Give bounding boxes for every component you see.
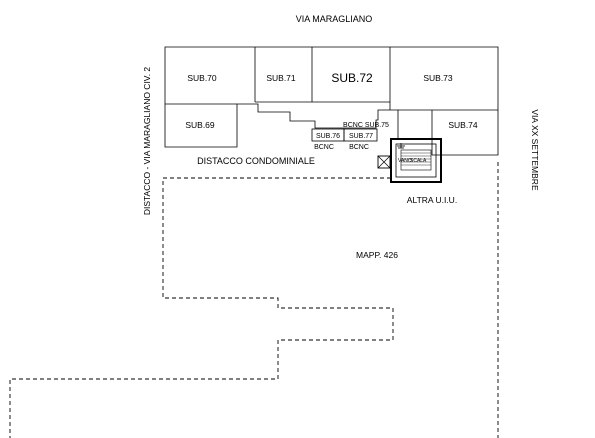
unit-sub69: SUB.69 (185, 120, 215, 130)
stairwell (377, 138, 442, 183)
property-boundary (9, 162, 499, 438)
building-outline (164, 46, 499, 156)
unit-sub75: BCNC SUB.75 (343, 122, 389, 129)
unit-sub76: SUB.76 (316, 133, 340, 140)
street-label-west: DISTACCO - VIA MARAGLIANO CIV. 2 (142, 67, 152, 216)
altra-uiu-label: ALTRA U.I.U. (407, 195, 457, 205)
unit-sub70: SUB.70 (187, 73, 217, 83)
unit-sub71: SUB.71 (266, 73, 296, 83)
distacco-condominiale-label: DISTACCO CONDOMINIALE (197, 156, 315, 166)
unit-sub72: SUB.72 (331, 71, 373, 85)
bcnc-label-right: BCNC (349, 144, 369, 151)
unit-sub74: SUB.74 (448, 120, 478, 130)
mappale-label: MAPP. 426 (356, 250, 398, 260)
unit-sub77: SUB.77 (349, 133, 373, 140)
vano-label: VANO (398, 158, 412, 164)
unit-sub73: SUB.73 (423, 73, 453, 83)
street-label-north: VIA MARAGLIANO (296, 14, 373, 24)
scala-label: SCALA (410, 158, 427, 164)
street-label-east: VIA XX SETTEMBRE (530, 109, 540, 191)
bcnc-label-left: BCNC (314, 144, 334, 151)
stair-marker-icon (397, 143, 405, 149)
